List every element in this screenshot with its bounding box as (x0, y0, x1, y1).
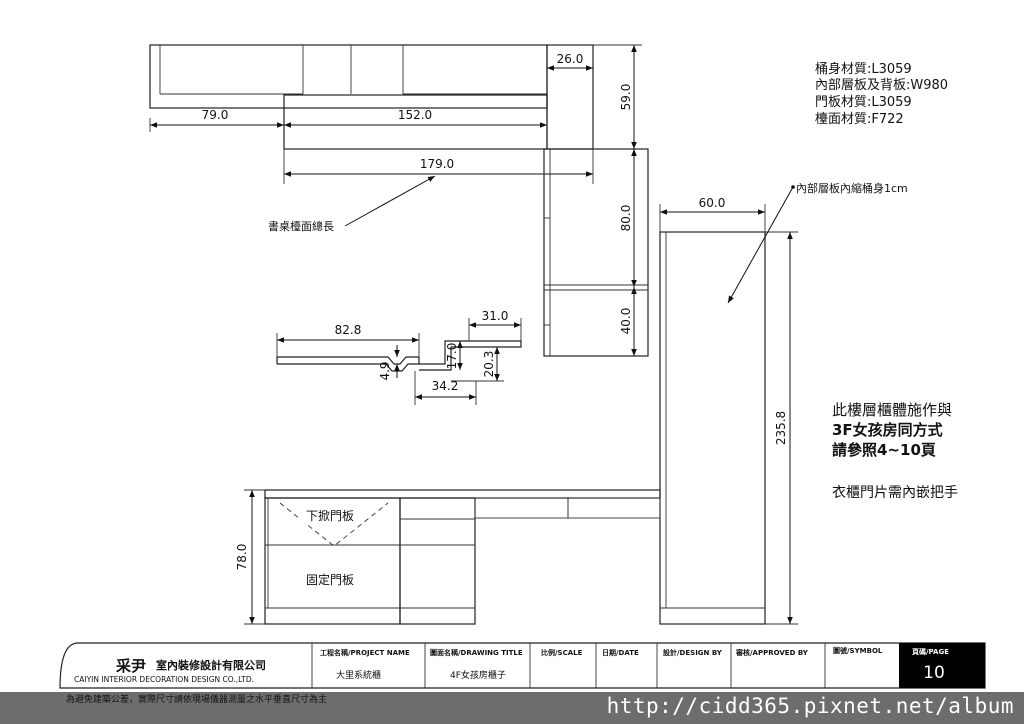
inner-shelf-callout: 內部層板內縮桶身1cm (727, 181, 908, 304)
dim-20-3-label: 20.3 (482, 351, 496, 378)
note-line-2: 3F女孩房同方式 (832, 421, 943, 439)
dim-4-9-label: 4.9 (378, 361, 392, 380)
dimension-235-8: 235.8 (765, 231, 798, 625)
dim-60-label: 60.0 (699, 196, 726, 210)
dimension-26: 26.0 (547, 52, 593, 71)
scale-label: 比例/SCALE (541, 648, 583, 657)
symbol-label: 圖號/SYMBOL (833, 646, 883, 655)
material-body: 桶身材質:L3059 (815, 61, 912, 77)
dim-31-label: 31.0 (482, 309, 509, 323)
material-door: 門板材質:L3059 (815, 95, 912, 110)
date-label: 日期/DATE (602, 648, 639, 657)
dim-17-label: 17.0 (445, 343, 459, 370)
inner-shelf-note: 內部層板內縮桶身1cm (796, 181, 908, 195)
dimension-152: 152.0 (284, 108, 548, 132)
lower-desk-elevation: 下掀門板 固定門板 (264, 489, 661, 625)
dimension-34-2: 34.2 (414, 371, 477, 405)
drawing-title-label: 圖面名稱/DRAWING TITLE (430, 648, 523, 657)
company-name-cn-rest: 室內裝修設計有限公司 (156, 658, 266, 672)
project-name-label: 工程名稱/PROJECT NAME (320, 648, 410, 657)
dim-152-label: 152.0 (398, 108, 432, 122)
upper-cabinet-elevation (149, 44, 594, 150)
dimension-4-9: 4.9 (378, 345, 400, 381)
construction-notes: 此樓層櫃體施作與 3F女孩房同方式 請參照4~10頁 衣櫃門片需內嵌把手 (832, 401, 958, 501)
dimension-82-8: 82.8 (276, 323, 420, 357)
note-line-1: 此樓層櫃體施作與 (832, 401, 952, 419)
upper-cabinet-section (543, 148, 649, 357)
dim-79-label: 79.0 (202, 108, 229, 122)
footer-disclaimer: 為避免建築公差，實際尺寸請依現場儀器測量之水平垂直尺寸為主 (66, 695, 328, 705)
dimension-79: 79.0 (149, 108, 284, 132)
drop-door-label: 下掀門板 (306, 509, 354, 523)
note-line-3: 請參照4~10頁 (832, 441, 936, 459)
desk-top-length-callout: 書桌檯面總長 (268, 175, 436, 233)
design-by-label: 設計/DESIGN BY (663, 648, 723, 657)
page-label: 頁碼/PAGE (912, 647, 949, 656)
dimension-40: 40.0 (619, 287, 637, 356)
materials-list: 桶身材質:L3059 內部層板及背板:W980 門板材質:L3059 檯面材質:… (815, 61, 948, 127)
company-name-cn: 采尹 (115, 657, 146, 675)
company-name-en: CAIYIN INTERIOR DECORATION DESIGN CO.,LT… (74, 675, 254, 684)
dimension-80: 80.0 (619, 149, 637, 287)
dim-59-label: 59.0 (619, 84, 633, 111)
dim-179-label: 179.0 (420, 157, 454, 171)
project-name-value: 大里系統櫃 (336, 669, 381, 681)
footer-url: http://cidd365.pixnet.net/album (606, 694, 1014, 718)
desk-top-length-label: 書桌檯面總長 (268, 219, 334, 233)
material-inner-shelf: 內部層板及背板:W980 (815, 78, 948, 93)
dim-78-label: 78.0 (235, 544, 249, 571)
dimension-179: 179.0 (283, 149, 594, 184)
fixed-door-label: 固定門板 (306, 572, 354, 587)
dimension-17: 17.0 (445, 341, 463, 370)
dim-26-label: 26.0 (557, 52, 584, 66)
drawing-title-value: 4F女孩房櫃子 (450, 669, 506, 681)
title-block: 采尹 室內裝修設計有限公司 CAIYIN INTERIOR DECORATION… (59, 642, 986, 689)
footer-bar (0, 692, 1024, 724)
wardrobe-section (659, 231, 766, 625)
material-countertop: 檯面材質:F722 (815, 112, 904, 127)
dimension-20-3: 20.3 (451, 347, 504, 382)
dim-235-8-label: 235.8 (774, 411, 788, 445)
page-number: 10 (923, 663, 945, 683)
dim-80-label: 80.0 (619, 205, 633, 232)
dimension-78: 78.0 (235, 489, 265, 625)
approved-by-label: 審核/APPROVED BY (735, 648, 809, 657)
dim-34-2-label: 34.2 (432, 379, 459, 393)
dimension-59: 59.0 (593, 44, 642, 149)
dimension-31: 31.0 (468, 309, 522, 341)
dim-82-8-label: 82.8 (335, 323, 362, 337)
dim-40-label: 40.0 (619, 308, 633, 335)
dimension-60: 60.0 (659, 196, 766, 232)
note-line-4: 衣櫃門片需內嵌把手 (832, 485, 958, 501)
